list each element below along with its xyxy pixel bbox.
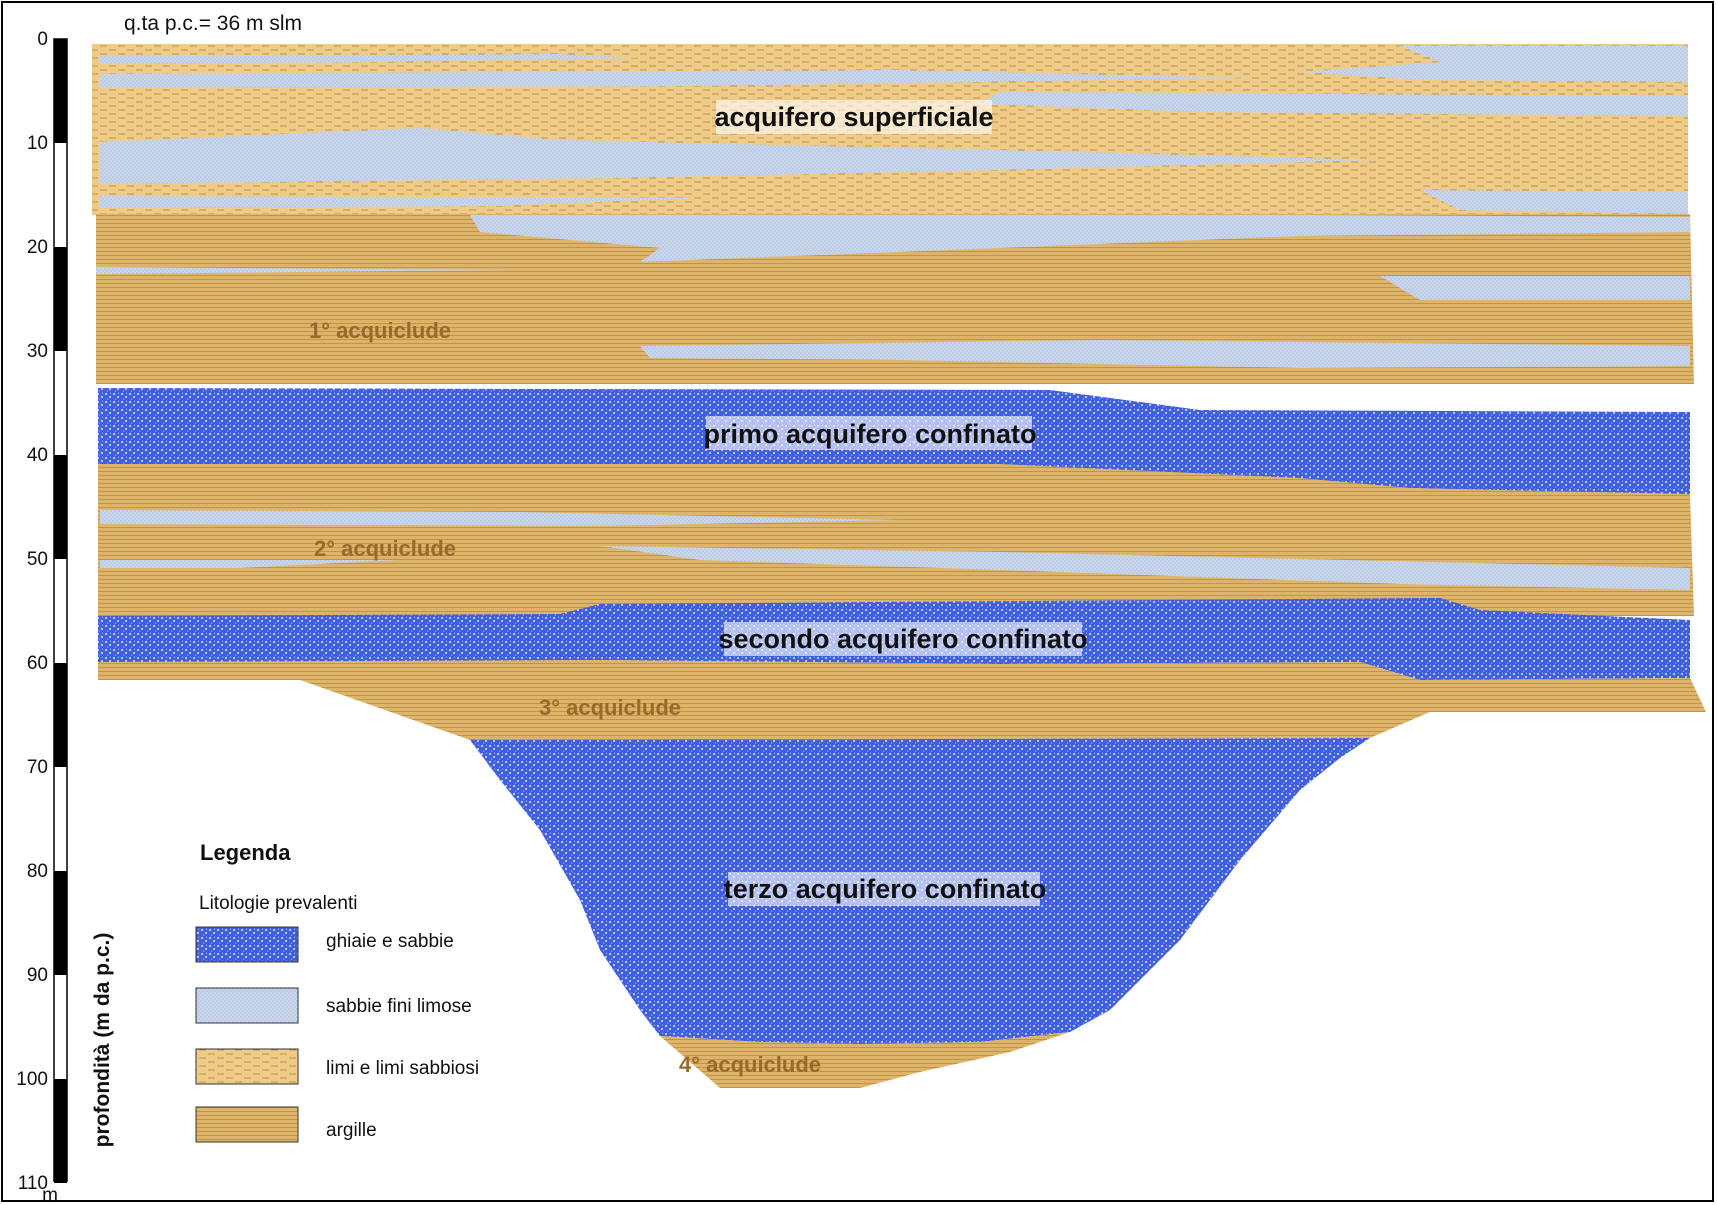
depth-tick-label: 50 (27, 549, 48, 570)
lens-fine-sand (100, 560, 400, 568)
lens-fine-sand (640, 340, 1690, 368)
label-aquifer-3: terzo acquifero confinato (724, 874, 1047, 904)
depth-tick-label: 60 (27, 653, 48, 674)
legend-swatch-silt (195, 1048, 299, 1085)
depth-tick-label: 10 (27, 133, 48, 154)
depth-tick-label: 80 (27, 861, 48, 882)
layer-clay-aquiclude-4 (660, 1032, 1070, 1088)
depth-tick-label: 90 (27, 965, 48, 986)
legend-swatch-fine-sand (195, 987, 299, 1024)
legend-swatch-clay (195, 1106, 299, 1143)
depth-tick-label: 30 (27, 341, 48, 362)
lens-fine-sand (1300, 46, 1688, 82)
depth-tick-label: 100 (16, 1069, 48, 1090)
lens-fine-sand (100, 196, 700, 208)
layer-clay-aquiclude-1 (96, 214, 1694, 384)
label-aquiclude-4: 4° acquiclude (679, 1052, 821, 1077)
lens-fine-sand (100, 510, 900, 526)
lens-fine-sand (100, 54, 640, 64)
depth-scale-bar (53, 38, 68, 1182)
depth-tick-label: 40 (27, 445, 48, 466)
legend: Legenda Litologie prevalenti ghiaie e sa… (195, 840, 479, 1143)
label-aquifer-1: primo acquifero confinato (703, 419, 1036, 449)
lens-fine-sand (96, 267, 520, 274)
label-aquifer-shallow: acquifero superficiale (714, 102, 993, 132)
label-aquiclude-2: 2° acquiclude (314, 536, 456, 561)
depth-tick-label: 70 (27, 757, 48, 778)
legend-label: argille (326, 1120, 377, 1141)
lens-fine-sand (980, 92, 1688, 116)
legend-label: sabbie fini limose (326, 996, 472, 1017)
lens-fine-sand (470, 215, 1690, 262)
label-aquiclude-3: 3° acquiclude (539, 695, 681, 720)
lens-fine-sand (100, 128, 1380, 184)
depth-axis: 0 10 20 30 40 50 60 70 80 90 100 110 m profondità (… (16, 29, 114, 1205)
legend-label: limi e limi sabbiosi (326, 1058, 479, 1079)
depth-scale-block (54, 455, 67, 559)
layer-clay-aquiclude-3 (98, 660, 1706, 740)
depth-axis-title: profondità (m da p.c.) (91, 933, 114, 1148)
label-aquiclude-1: 1° acquiclude (309, 318, 451, 343)
depth-unit-label: m (42, 1185, 58, 1205)
lens-fine-sand (1420, 190, 1688, 214)
lens-fine-sand (600, 546, 1690, 590)
lens-fine-sand (1380, 276, 1690, 300)
depth-tick-label: 110 (18, 1173, 48, 1194)
elevation-label: q.ta p.c.= 36 m slm (124, 12, 302, 35)
unit-labels: acquifero superficiale 1° acquiclude pri… (309, 100, 1088, 1077)
legend-swatch-gravel (195, 926, 299, 963)
depth-scale-block (54, 663, 67, 767)
depth-tick-label: 20 (27, 237, 48, 258)
lens-fine-sand (100, 70, 1250, 88)
legend-label: ghiaie e sabbie (326, 931, 454, 952)
depth-scale-block (54, 247, 67, 351)
legend-title: Legenda (200, 840, 291, 865)
depth-scale-block (54, 39, 67, 143)
depth-scale-block (54, 871, 67, 975)
legend-subtitle: Litologie prevalenti (199, 893, 357, 914)
label-aquifer-2: secondo acquifero confinato (718, 624, 1087, 654)
depth-scale-block (54, 1079, 67, 1183)
stratigraphy (92, 44, 1706, 1088)
depth-tick-label: 0 (37, 29, 48, 50)
